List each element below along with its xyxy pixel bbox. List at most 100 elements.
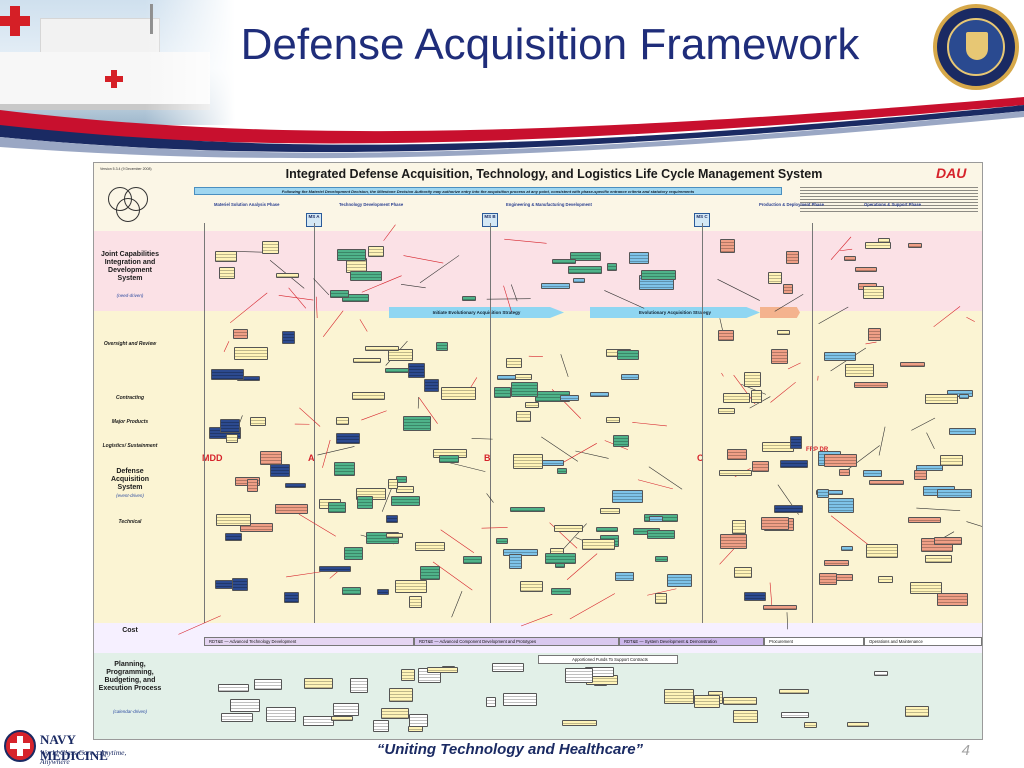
process-block [386,515,398,523]
milestone-b-label: B [484,453,491,463]
process-block [868,328,881,341]
process-block [266,707,296,722]
ppbe-label: Planning, Programming, Budgeting, and Ex… [98,661,162,692]
process-block [545,553,576,564]
process-block [824,352,856,361]
connector-line [830,515,869,545]
process-block [350,271,382,281]
connector-line [503,285,512,312]
connector-line [966,317,975,322]
process-block [629,252,649,264]
connector-line [541,436,578,462]
connector-line [418,397,438,424]
connector-lines [178,224,982,635]
process-block [462,296,476,301]
connector-line [520,613,553,627]
process-block [496,538,508,544]
evolution-arrow-tail [760,307,800,318]
chart-notes [800,185,978,213]
process-block [415,542,445,551]
process-block [621,374,639,380]
connector-line [313,278,330,296]
process-block [612,490,643,503]
seal-inner [947,18,1005,76]
process-block [774,505,803,513]
process-block [866,544,898,558]
process-block [647,530,675,539]
process-block [232,578,248,591]
connector-line [278,295,314,301]
connector-line [770,381,796,403]
process-block [841,546,853,551]
cost-label: Cost [122,627,138,634]
process-block [694,695,720,708]
process-block [937,489,972,498]
milestone-a-box: MS A [306,213,322,227]
process-block [786,251,799,264]
connector-line [818,306,849,325]
milestone-c-label: C [697,453,704,463]
process-block [408,726,423,732]
process-block [863,286,884,299]
process-block [914,470,927,480]
process-block [582,539,615,550]
process-block [554,525,583,532]
process-block [560,395,579,401]
acquisition-framework-chart: Version 5.3.4 (9 December 2008) Integrat… [93,162,983,740]
process-block [573,278,585,283]
process-block [336,417,349,425]
process-block [492,663,524,672]
connector-line [926,432,935,450]
process-block [352,392,385,400]
process-block [804,722,817,728]
process-block [403,416,431,431]
connector-line [647,588,677,596]
connector-line [575,450,609,459]
process-block [844,256,856,261]
process-block [225,533,242,541]
process-block [506,358,522,368]
slide-title: Defense Acquisition Framework [240,20,860,69]
process-block [494,387,511,398]
process-block [908,517,941,523]
phase-materiel-solution-analysis: Materiel Solution Analysis Phase [214,202,280,207]
process-block [768,272,782,284]
process-block [916,465,943,471]
process-block [336,433,360,444]
process-block [408,363,425,378]
process-block [350,678,368,693]
process-block [869,480,904,485]
connector-line [717,279,760,301]
process-block [353,358,381,363]
process-block [720,239,735,253]
connector-line [966,521,982,527]
phase-divider [702,223,703,623]
connector-line [632,422,667,427]
das-sub: (event-driven) [116,493,144,498]
connector-line [361,410,387,421]
process-block [285,483,306,488]
connector-line [447,462,486,472]
process-block [319,566,351,572]
connector-line [481,527,508,529]
process-block [342,587,361,595]
connector-line [604,290,645,309]
jcids-band [94,231,982,311]
process-block [937,593,968,606]
process-block [570,252,601,261]
process-block [568,266,602,274]
footer-slogan: “Uniting Technology and Healthcare” [376,741,644,758]
process-block [781,712,809,718]
process-block [949,428,976,435]
dau-logo: DAU [936,165,967,181]
process-block [486,697,496,707]
process-block [590,392,609,397]
process-block [420,566,440,580]
process-block [463,556,482,564]
ship-photo [0,0,235,125]
process-block [908,243,922,248]
process-block [282,331,295,344]
process-block [254,679,282,690]
ppbe-band [94,653,982,739]
